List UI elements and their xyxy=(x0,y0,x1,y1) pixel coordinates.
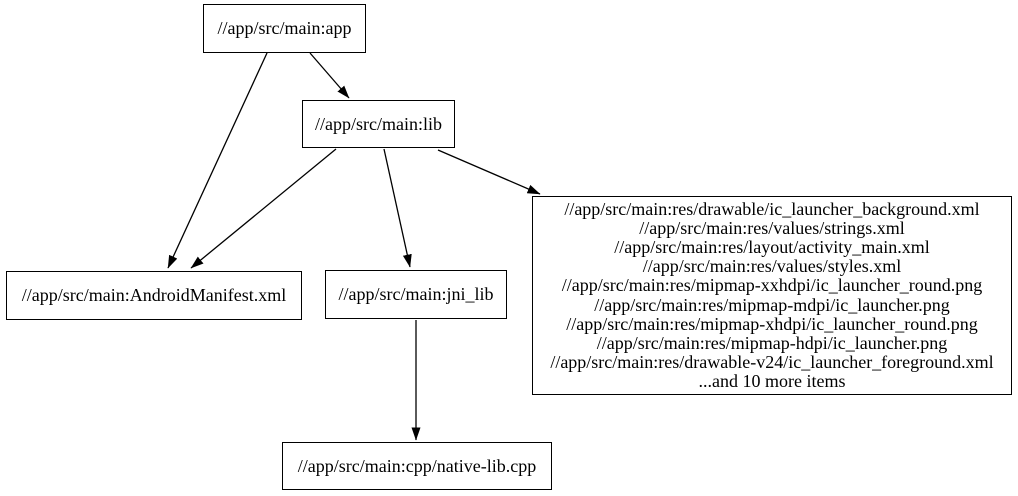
res-file-line: //app/src/main:res/drawable-v24/ic_launc… xyxy=(550,351,994,372)
res-file-line: //app/src/main:res/mipmap-xhdpi/ic_launc… xyxy=(566,313,978,334)
edge-lib-to-manifest xyxy=(190,148,337,269)
res-files-more-items: ...and 10 more items xyxy=(698,370,846,391)
node-res-files: //app/src/main:res/drawable/ic_launcher_… xyxy=(532,196,1012,395)
res-file-line: //app/src/main:res/values/styles.xml xyxy=(642,256,902,277)
res-file-line: //app/src/main:res/mipmap-mdpi/ic_launch… xyxy=(594,294,950,315)
res-file-line: //app/src/main:res/drawable/ic_launcher_… xyxy=(564,199,980,220)
node-lib-label: //app/src/main:lib xyxy=(315,113,442,134)
node-android-manifest-label: //app/src/main:AndroidManifest.xml xyxy=(21,285,287,305)
res-file-line: //app/src/main:res/layout/activity_main.… xyxy=(614,237,930,258)
res-file-line: //app/src/main:res/mipmap-hdpi/ic_launch… xyxy=(596,332,948,353)
node-lib: //app/src/main:lib xyxy=(302,100,455,148)
edge-app-to-manifest xyxy=(167,52,268,269)
node-native-lib-cpp-label: //app/src/main:cpp/native-lib.cpp xyxy=(297,455,537,476)
edge-lib-to-res-files xyxy=(437,149,541,195)
res-file-line: //app/src/main:res/values/strings.xml xyxy=(639,218,905,239)
edge-app-to-lib xyxy=(309,52,350,99)
node-jni-lib-label: //app/src/main:jni_lib xyxy=(338,284,494,304)
node-jni-lib: //app/src/main:jni_lib xyxy=(325,270,507,319)
res-file-line: //app/src/main:res/mipmap-xxhdpi/ic_laun… xyxy=(561,275,983,296)
node-app: //app/src/main:app xyxy=(203,4,366,53)
node-app-label: //app/src/main:app xyxy=(217,18,352,38)
edge-lib-to-jni-lib xyxy=(383,148,412,268)
node-native-lib-cpp: //app/src/main:cpp/native-lib.cpp xyxy=(282,442,552,490)
node-android-manifest: //app/src/main:AndroidManifest.xml xyxy=(6,271,302,320)
